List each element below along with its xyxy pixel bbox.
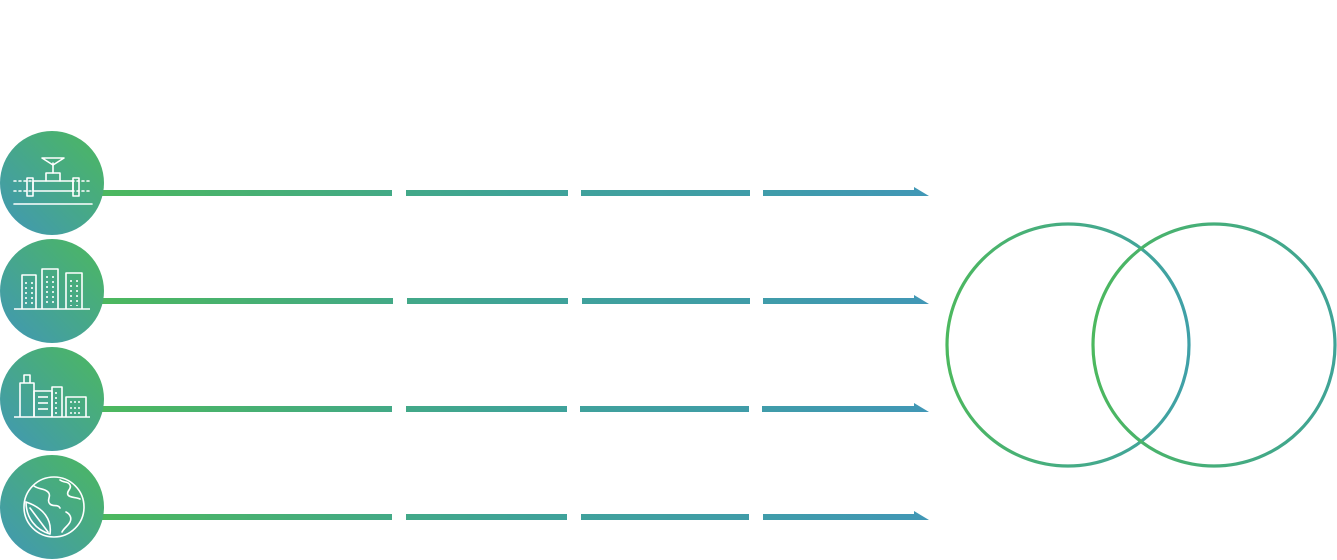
city-buildings-icon — [0, 239, 104, 343]
pipeline-valve-icon — [0, 131, 104, 235]
venn-diagram — [945, 222, 1337, 468]
globe-leaf-icon — [0, 455, 104, 559]
flow-row-3 — [0, 347, 929, 451]
industrial-factory-icon — [0, 347, 104, 451]
venn-circle-left — [945, 222, 1191, 468]
venn-circle-right — [1091, 222, 1337, 468]
arrow-line — [100, 403, 929, 412]
flow-row-4 — [0, 455, 929, 559]
arrow-line — [100, 295, 929, 304]
arrow-line — [100, 187, 929, 196]
arrow-line — [100, 511, 929, 520]
flow-row-1 — [0, 131, 929, 235]
flow-row-2 — [0, 239, 929, 343]
